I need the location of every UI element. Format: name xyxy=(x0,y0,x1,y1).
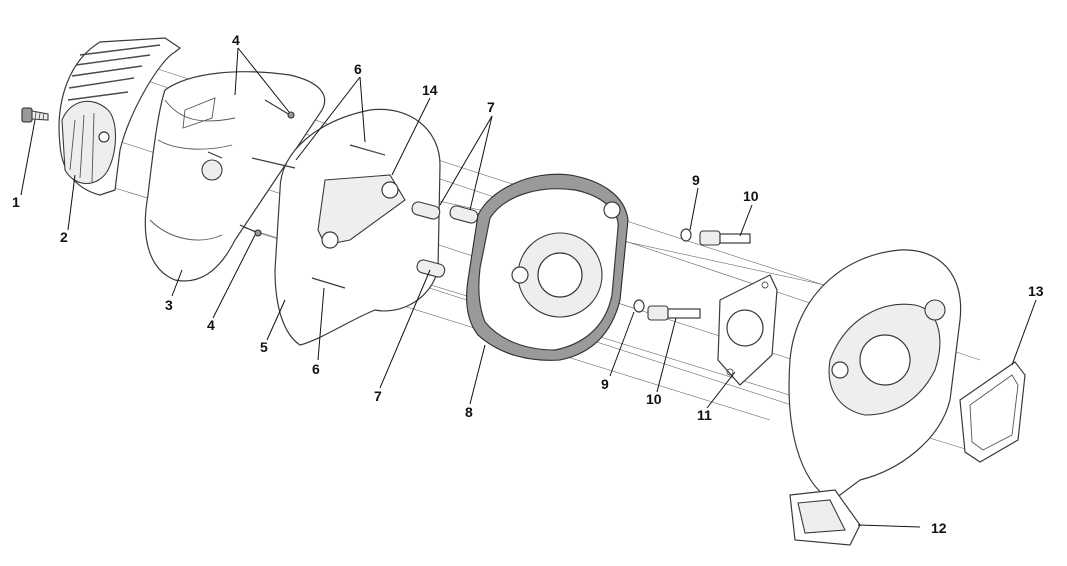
callout-4a: 4 xyxy=(232,32,240,48)
callout-13: 13 xyxy=(1028,283,1044,299)
callout-10a: 10 xyxy=(743,188,759,204)
part-1-screw xyxy=(21,107,49,123)
part-11-gasket xyxy=(717,274,778,386)
callout-2: 2 xyxy=(60,229,68,245)
leader-lines xyxy=(20,47,1037,528)
part-4-screws xyxy=(207,99,295,237)
callout-11: 11 xyxy=(697,407,712,423)
part-8-filter-element xyxy=(466,173,629,361)
part-6-long-bolts xyxy=(251,144,386,289)
callout-9b: 9 xyxy=(601,376,609,392)
part-9-o-rings xyxy=(633,228,692,313)
callout-8: 8 xyxy=(465,404,473,420)
callout-6a: 6 xyxy=(354,61,362,77)
callout-7b: 7 xyxy=(374,388,382,404)
part-2-finned-cover xyxy=(58,37,182,196)
part-12-backplate-housing xyxy=(788,249,962,546)
callout-10b: 10 xyxy=(646,391,662,407)
part-5-backing-plate xyxy=(274,108,441,346)
part-3-outer-shell xyxy=(144,71,326,282)
part-10-breather-bolts xyxy=(647,230,751,321)
callout-labels: 1 2 3 4 4 5 6 6 7 7 8 9 9 10 10 11 12 13… xyxy=(12,32,1044,536)
callout-14: 14 xyxy=(422,82,438,98)
callout-7a: 7 xyxy=(487,99,495,115)
part-7-spacers xyxy=(411,201,479,278)
part-13-gasket xyxy=(959,361,1026,463)
callout-3: 3 xyxy=(165,297,173,313)
callout-1: 1 xyxy=(12,194,20,210)
callout-9a: 9 xyxy=(692,172,700,188)
callout-6b: 6 xyxy=(312,361,320,377)
callout-12: 12 xyxy=(931,520,947,536)
callout-5: 5 xyxy=(260,339,268,355)
callout-4b: 4 xyxy=(207,317,215,333)
